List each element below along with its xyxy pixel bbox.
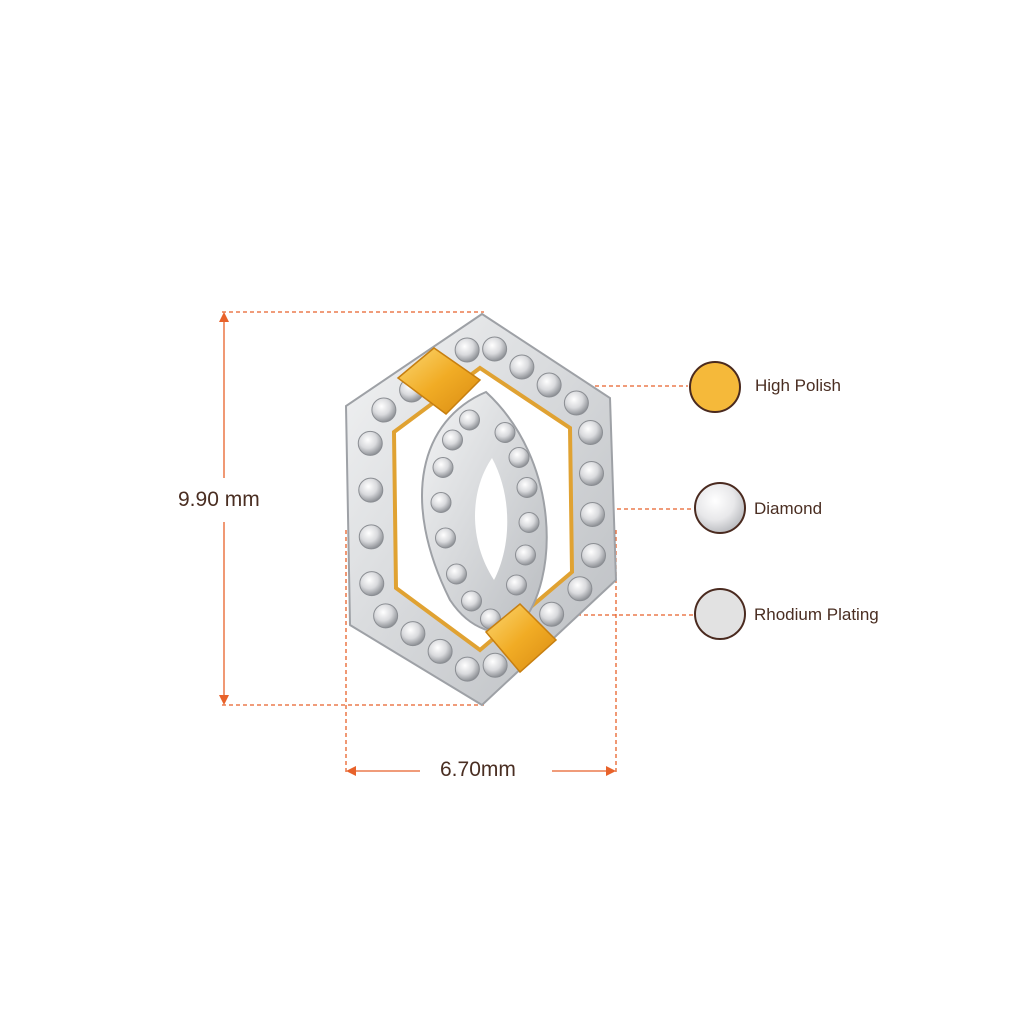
diamond-stone bbox=[580, 502, 605, 527]
diamond-stone bbox=[359, 571, 385, 597]
diamond-stone bbox=[459, 409, 480, 431]
diamond-stone bbox=[509, 354, 535, 380]
diamond-stone bbox=[358, 524, 384, 550]
diamond-stone bbox=[373, 603, 399, 629]
diamond-swatch bbox=[694, 482, 746, 534]
diamond-stone bbox=[515, 544, 536, 566]
legend-label-high-polish: High Polish bbox=[755, 376, 841, 395]
diamond-stone bbox=[357, 430, 383, 456]
diamond-stone bbox=[482, 336, 508, 362]
diamond-stone bbox=[454, 656, 480, 682]
diamond-stone bbox=[578, 420, 603, 445]
diamond-stone bbox=[567, 576, 593, 602]
diamond-stone bbox=[579, 461, 604, 486]
inner-band-opening bbox=[475, 458, 508, 580]
diamond-stone bbox=[427, 638, 453, 664]
diamond-stone bbox=[482, 652, 508, 678]
diamond-stone bbox=[506, 574, 527, 596]
diamond-stone bbox=[508, 447, 530, 468]
diamond-stone bbox=[494, 422, 516, 443]
diamond-stone bbox=[518, 512, 540, 533]
diamond-stone bbox=[430, 492, 452, 513]
earring bbox=[344, 312, 618, 707]
diamond-stone bbox=[446, 563, 467, 585]
diamond-stone bbox=[435, 527, 456, 549]
diamond-stone bbox=[461, 590, 482, 612]
gold-accent-bottom bbox=[484, 602, 558, 674]
diamond-stones bbox=[357, 336, 606, 682]
height-dimension-label: 9.90 mm bbox=[178, 488, 260, 511]
diamond-stone bbox=[432, 457, 454, 478]
high-polish-swatch bbox=[689, 361, 741, 413]
diamond-stone bbox=[539, 601, 565, 627]
diamond-stone bbox=[581, 543, 606, 568]
gold-accent-top bbox=[396, 347, 482, 415]
diamond-stone bbox=[563, 390, 589, 416]
diamond-stone bbox=[536, 372, 562, 398]
legend-label-rhodium-plating: Rhodium Plating bbox=[754, 605, 879, 624]
diamond-stone bbox=[371, 397, 397, 423]
diamond-stone bbox=[442, 429, 463, 451]
arrowheads bbox=[219, 312, 616, 776]
diamond-stone bbox=[400, 621, 426, 647]
diamond-stone bbox=[454, 337, 480, 363]
diamond-stone bbox=[358, 477, 384, 503]
rhodium-plating-swatch bbox=[694, 588, 746, 640]
legend-label-diamond: Diamond bbox=[754, 499, 823, 518]
width-dimension-label: 6.70mm bbox=[440, 758, 516, 781]
diamond-stone bbox=[516, 477, 538, 498]
